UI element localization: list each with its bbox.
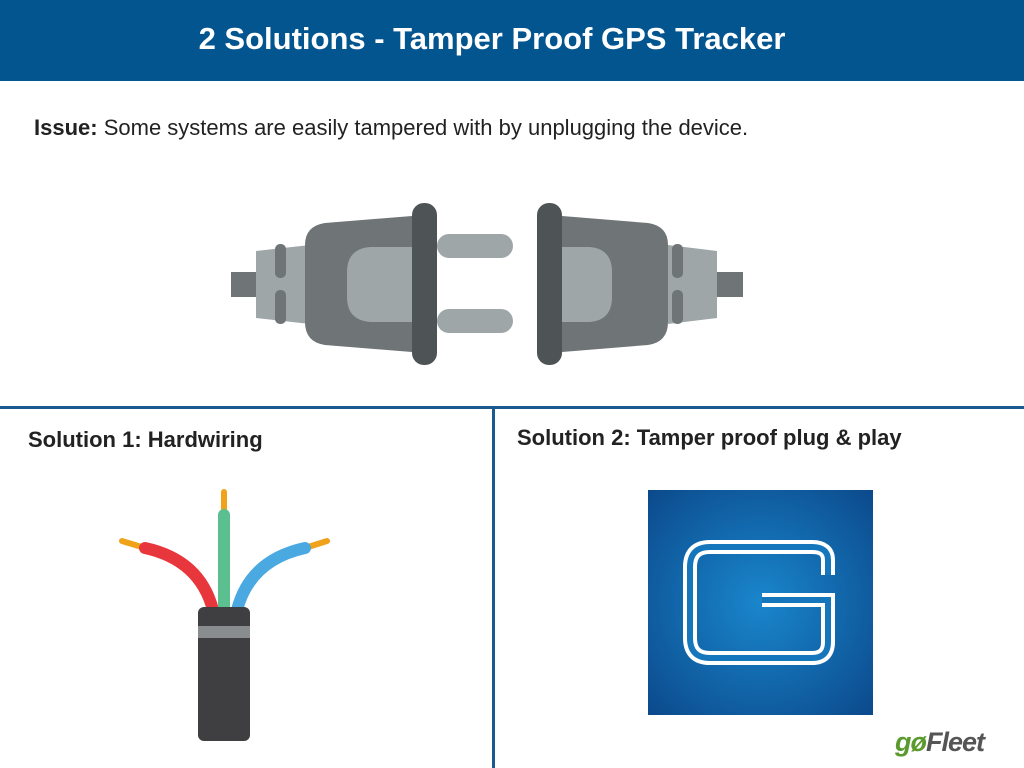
unplugged-plug-icon [231,203,743,365]
logo-fleet: Fleet [926,727,985,757]
logo-go: gø [895,727,927,757]
solution-1-title: Solution 1: Hardwiring [28,427,263,452]
divider-vertical [492,406,495,768]
issue-statement: Issue: Some systems are easily tampered … [34,115,748,141]
divider-horizontal [0,406,1024,409]
page-title: 2 Solutions - Tamper Proof GPS Tracker [0,0,1024,81]
gofleet-logo: gøFleet [895,727,985,758]
solution-2-title: Solution 2: Tamper proof plug & play [517,425,902,450]
wires-icon [119,489,330,741]
issue-text: Some systems are easily tampered with by… [97,115,749,140]
g-app-logo-icon [648,490,873,715]
issue-label: Issue: [34,115,98,140]
